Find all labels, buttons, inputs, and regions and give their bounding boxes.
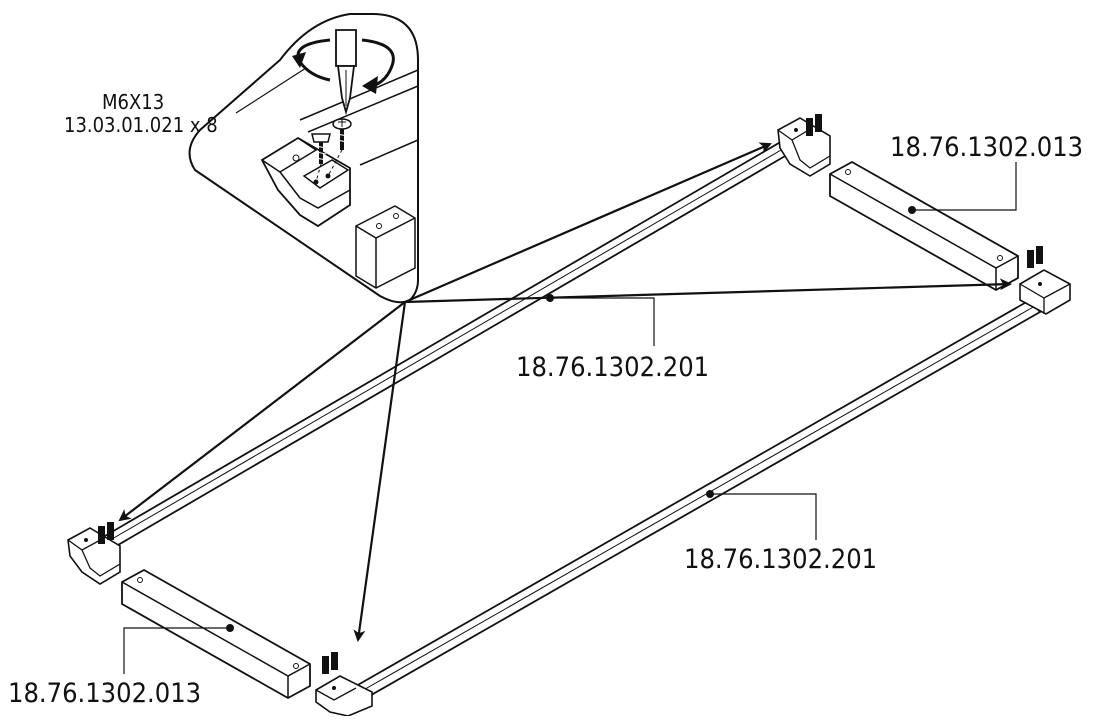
screw-icon [322,652,338,674]
inset-corner-bracket [260,136,351,228]
inset-short-bar [355,205,416,289]
screw-icon [98,522,114,544]
screw-icon [311,133,331,164]
short-bar-left [121,568,311,700]
corner-bracket-left [67,522,121,585]
long-rail-upper [96,138,794,554]
corner-bracket-top-right [777,114,831,177]
screw-icon [806,114,822,136]
detail-inset [188,13,419,304]
part-label-long-rail-upper: 18.76.1302.201 [516,352,709,383]
part-label-short-bar-left: 18.76.1302.013 [8,678,201,709]
screw-part-number-label: 13.03.01.021 x 8 [64,113,218,137]
corner-bracket-bottom [315,652,373,717]
part-label-long-rail-lower: 18.76.1302.201 [684,544,877,575]
screw-icon [1027,246,1043,268]
short-bar-right [829,160,1019,292]
screw-icon [332,118,352,150]
screw-size-label: M6X13 [102,90,164,114]
screw-label-leader [235,67,307,114]
corner-bracket-right [1019,246,1071,315]
rotation-arrow-icon [292,38,395,94]
screwdriver-icon [335,29,357,116]
part-label-short-bar-right: 18.76.1302.013 [890,132,1083,163]
label-leaders [123,162,1017,674]
assembly-arrows [118,142,1012,642]
